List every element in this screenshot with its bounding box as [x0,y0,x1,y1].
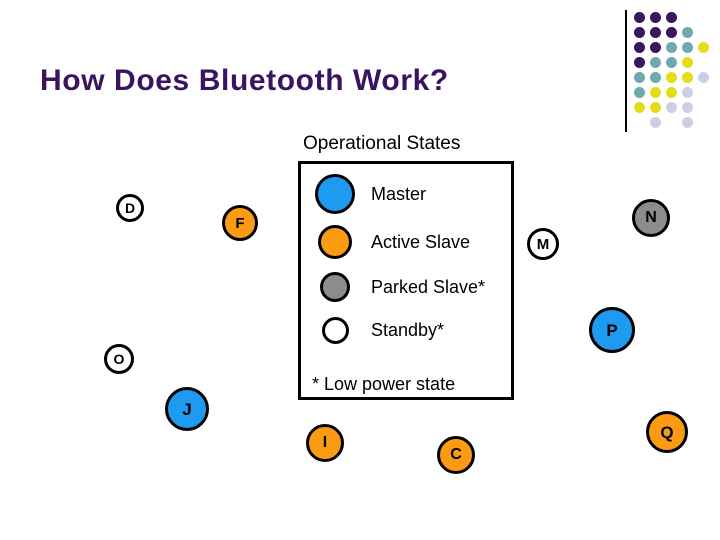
node-N: N [632,199,670,237]
decoration-dot [682,72,693,83]
legend-swatch-parked-slave [320,272,350,302]
decoration-dot [682,102,693,113]
node-C: C [437,436,475,474]
node-O: O [104,344,134,374]
dot-grid-decoration [618,6,718,134]
decoration-dot [698,72,709,83]
decoration-dot [650,27,661,38]
legend-footnote: * Low power state [312,374,456,394]
decoration-dot [650,57,661,68]
decoration-dot [682,87,693,98]
decoration-dot [634,72,645,83]
decoration-dot [650,87,661,98]
decoration-dot [634,12,645,23]
decoration-dot [666,102,677,113]
decoration-dot [698,42,709,53]
decoration-dot [682,57,693,68]
decoration-dot [682,27,693,38]
legend-swatch-active-slave [318,225,352,259]
decoration-dot [634,87,645,98]
node-I: I [306,424,344,462]
legend-swatch-standby [321,316,349,344]
decoration-dot [634,57,645,68]
legend-label-standby: Standby* [371,320,445,340]
legend-label-master: Master [371,184,427,204]
decoration-dot [666,57,677,68]
legend-swatch-master [315,174,355,214]
decoration-dot [666,42,677,53]
page-title: How Does Bluetooth Work? [40,64,449,97]
decoration-dot [666,27,677,38]
legend-label-parked-slave: Parked Slave* [371,277,486,297]
decoration-dot [650,12,661,23]
node-Q: Q [646,411,688,453]
decoration-dot [634,27,645,38]
decoration-dot [666,87,677,98]
decoration-dot [682,117,693,128]
decoration-dot [650,42,661,53]
decoration-dot [682,42,693,53]
node-P: P [589,307,635,353]
node-F: F [222,205,258,241]
decoration-dot [634,42,645,53]
legend-heading: Operational States [303,133,461,154]
decoration-dot [666,12,677,23]
decoration-dot [650,117,661,128]
decoration-dot [666,72,677,83]
node-M: M [527,228,559,260]
legend-label-active-slave: Active Slave [371,232,471,252]
node-J: J [165,387,209,431]
node-D: D [116,194,144,222]
decoration-dot [634,102,645,113]
decoration-dot [650,102,661,113]
decoration-dot [650,72,661,83]
vertical-divider [625,10,627,132]
